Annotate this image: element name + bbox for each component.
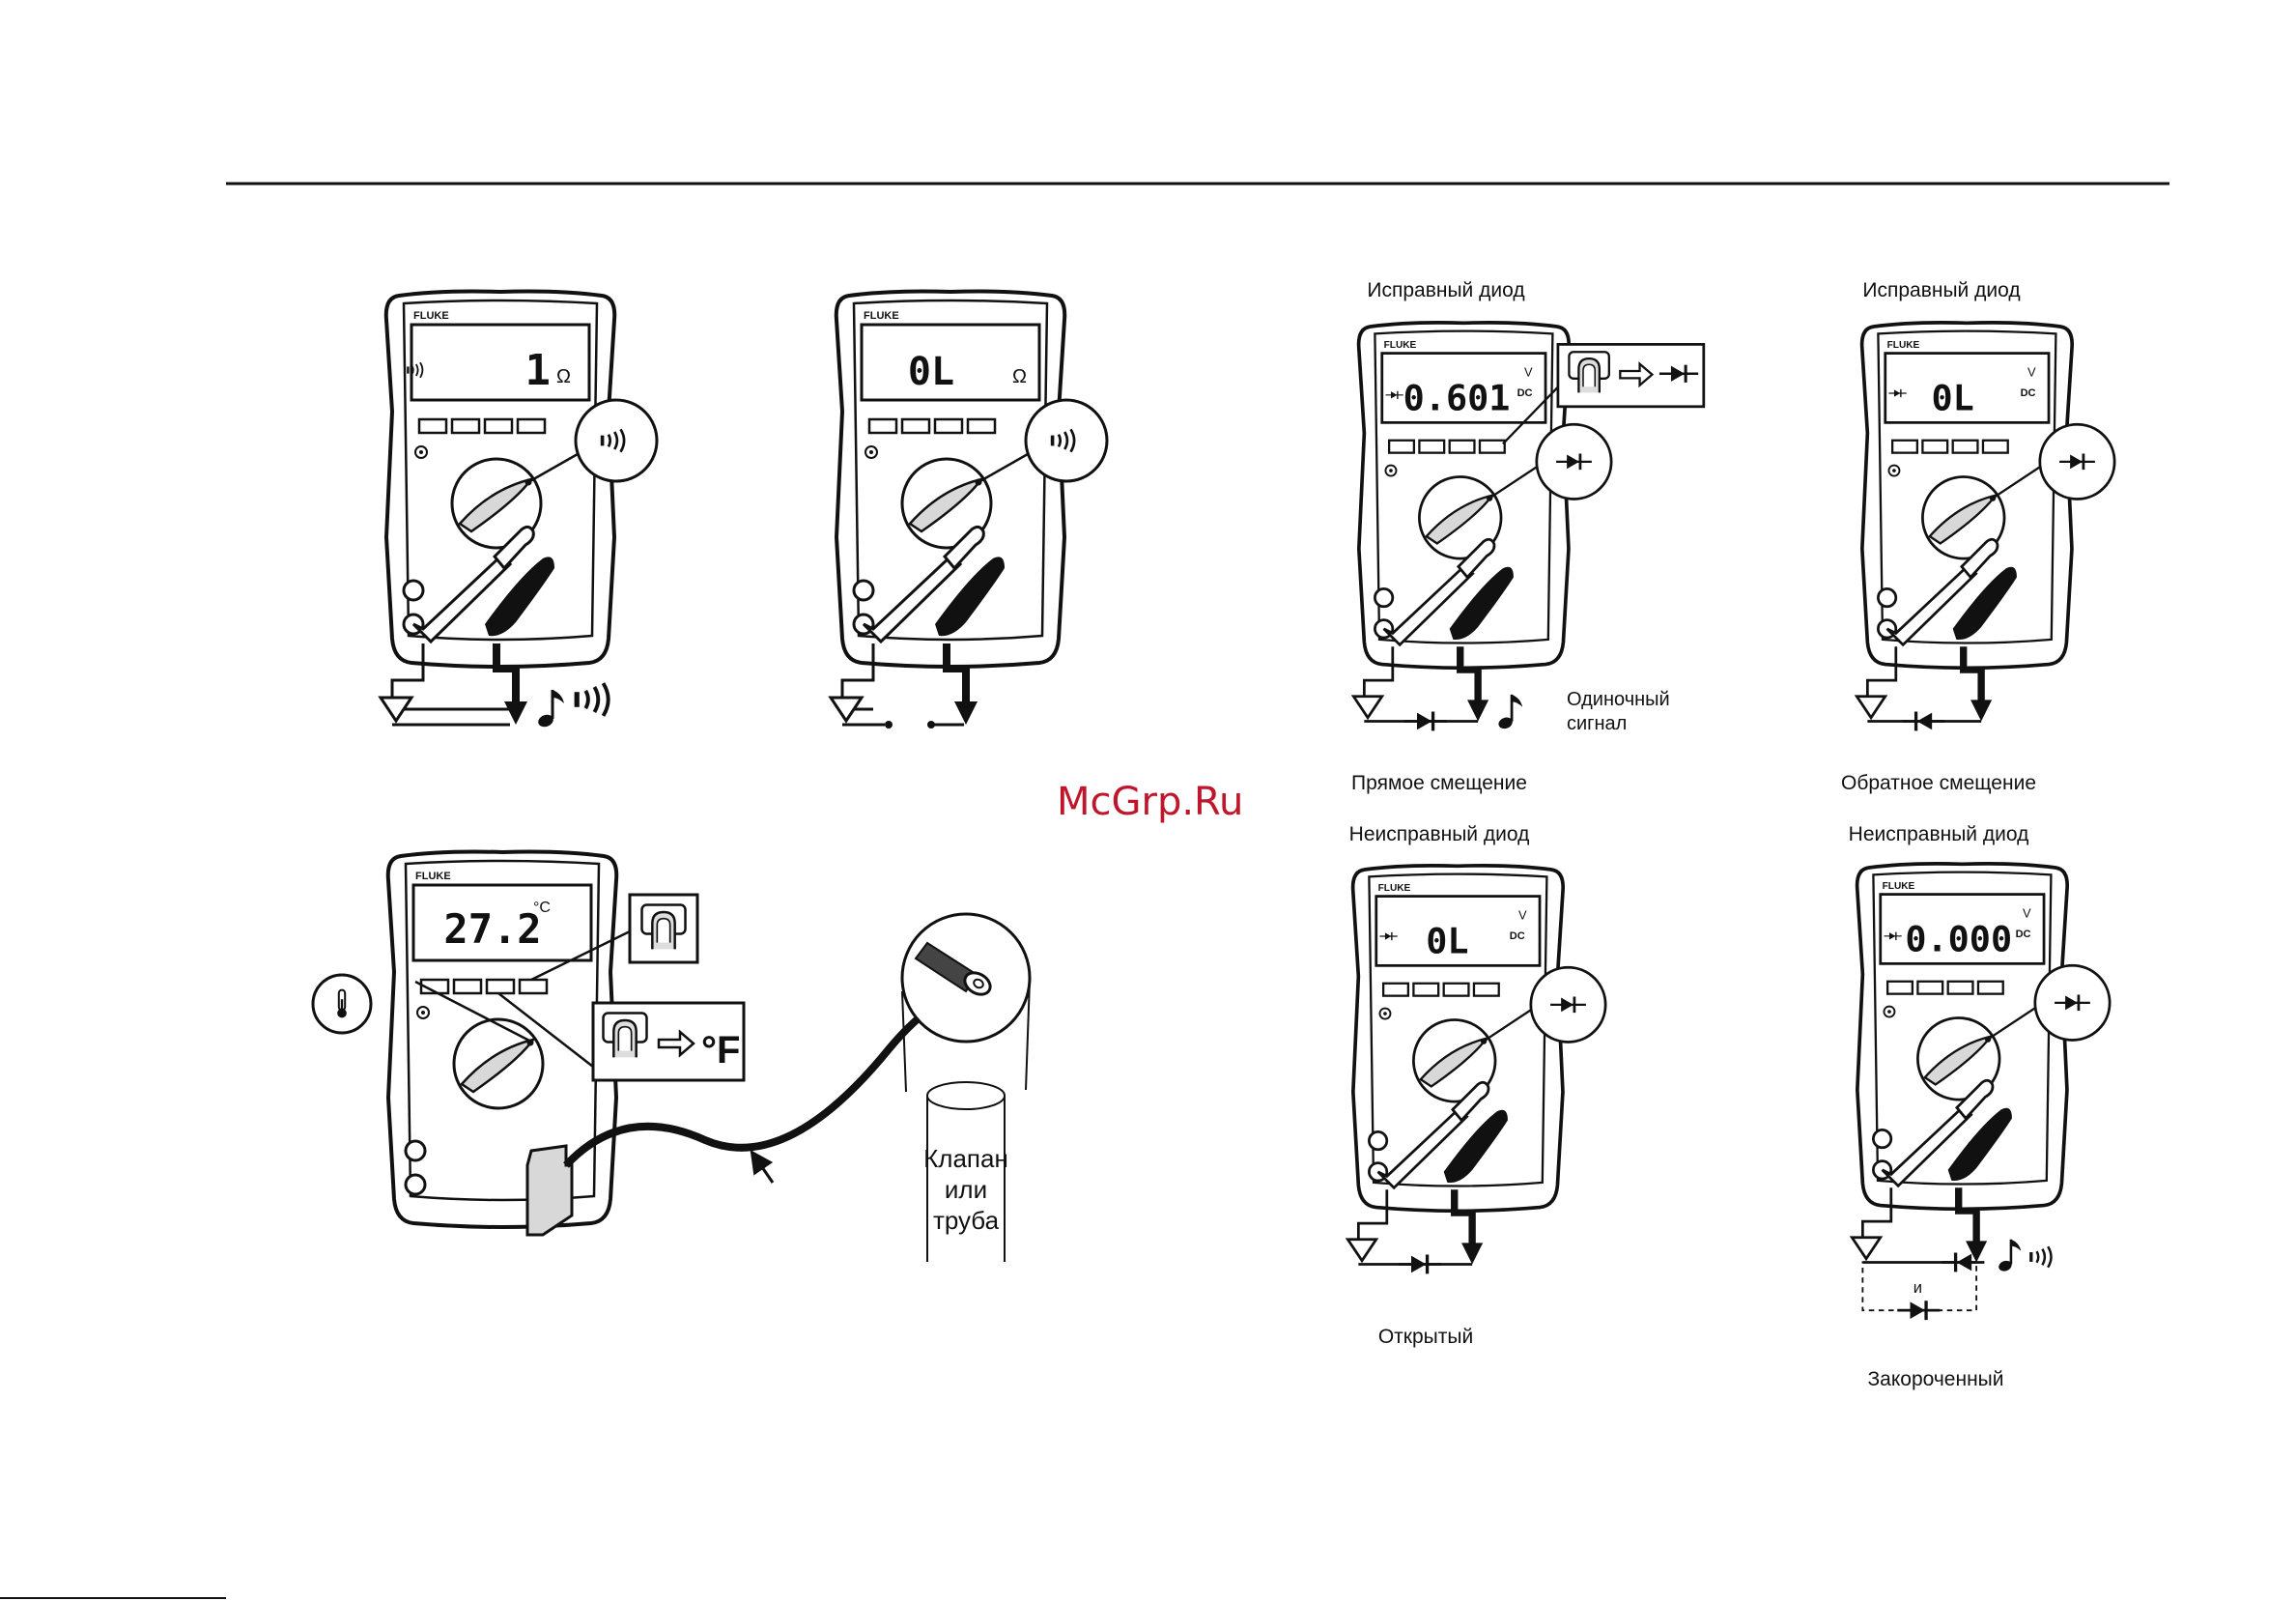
meter-diode-good-forward: FLUKE 0.601 V DC (1353, 323, 1703, 731)
meter-diode-bad-open: FLUKE 0L V DC (1347, 866, 1605, 1274)
valve-label-line2: или (945, 1175, 987, 1204)
valve-label-line1: Клапан (923, 1144, 1008, 1173)
music-note-icon (1497, 695, 1522, 730)
lcd-unit: V (1524, 365, 1533, 380)
meter-brand: FLUKE (1384, 340, 1417, 351)
label-forward-bias: Прямое смещение (1351, 772, 1527, 794)
lcd-unit: V (1518, 908, 1527, 923)
beeper-icon (2029, 1246, 2051, 1268)
music-note-icon (536, 690, 564, 729)
meter-diode-bad-short: FLUKE 0.000 V DC и (1852, 864, 2110, 1320)
meter-diode-good-reverse: FLUKE 0L V DC (1857, 323, 2114, 731)
lcd-reading: 0.000 (1905, 918, 2012, 959)
meter-brand: FLUKE (1887, 340, 1920, 351)
lcd-reading: 0L (1426, 920, 1468, 961)
lcd-reading: 1 (525, 346, 552, 395)
label-open: Открытый (1378, 1326, 1473, 1348)
meter-continuity-open: FLUKE 0L Ω (831, 292, 1107, 729)
label-single-tone-2: сигнал (1567, 713, 1627, 734)
meter-brand: FLUKE (1378, 883, 1411, 894)
lcd-sub-unit: DC (2021, 387, 2036, 399)
meter-temperature: FLUKE 27.2 °C °F Клапан или труба (313, 852, 1030, 1263)
lcd-reading: 0L (908, 350, 954, 394)
valve-pipe (927, 1082, 1005, 1109)
meter-brand: FLUKE (415, 871, 451, 882)
beeper-icon (575, 683, 609, 716)
label-bad-diode-2: Неисправный диод (1849, 823, 2029, 845)
meter-continuity-short: FLUKE 1 Ω (381, 292, 657, 729)
lcd-reading: 0L (1932, 377, 1974, 418)
label-single-tone-1: Одиночный (1567, 689, 1670, 710)
diode-icon (1902, 712, 1944, 731)
lcd-unit: Ω (1012, 366, 1027, 387)
watermark: McGrp.Ru (1057, 780, 1243, 824)
meter-brand: FLUKE (864, 310, 899, 322)
lcd-sub-unit: DC (1517, 387, 1533, 399)
lcd-unit: °C (533, 900, 551, 916)
lcd-reading: 0.601 (1403, 377, 1511, 418)
music-note-icon (1998, 1240, 2022, 1273)
meter-brand: FLUKE (413, 310, 449, 322)
lcd-sub-unit: DC (2016, 929, 2031, 940)
diode-icon (1897, 1301, 1940, 1320)
diode-icon (1399, 1255, 1441, 1274)
lcd-unit: V (2027, 365, 2036, 380)
diode-icon (1404, 712, 1447, 731)
lcd-reading: 27.2 (443, 905, 541, 953)
lcd-sub-unit: DC (1510, 930, 1525, 942)
fahrenheit-label: °F (701, 1029, 740, 1072)
label-reverse-bias: Обратное смещение (1841, 772, 2036, 794)
lcd-unit: Ω (556, 366, 571, 387)
meter-brand: FLUKE (1883, 881, 1915, 892)
label-shorted: Закороченный (1867, 1368, 2003, 1390)
valve-label-line3: труба (933, 1206, 1000, 1235)
label-and: и (1913, 1278, 1922, 1297)
label-good-diode-1: Исправный диод (1367, 279, 1524, 301)
label-good-diode-2: Исправный диод (1862, 279, 2020, 301)
label-bad-diode-1: Неисправный диод (1349, 823, 1530, 845)
cable-pointer (751, 1152, 773, 1183)
lcd-unit: V (2023, 906, 2031, 921)
